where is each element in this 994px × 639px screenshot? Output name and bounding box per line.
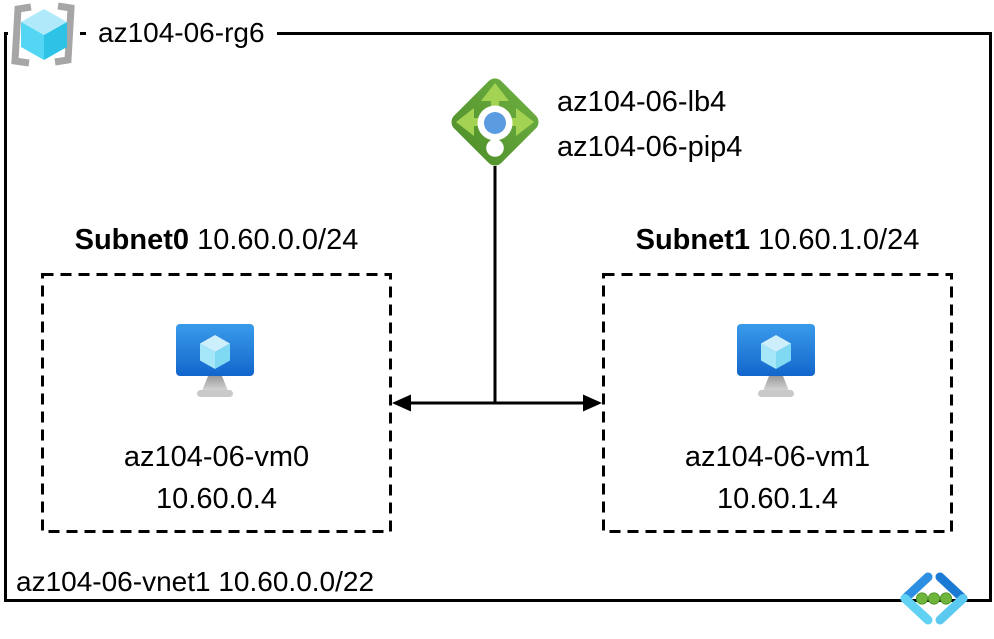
vm1-name: az104-06-vm1 [684,441,871,473]
load-balancer-name: az104-06-lb4 [557,86,727,118]
vm1-labels: az104-06-vm1 10.60.1.4 [602,436,953,520]
resource-group-icon [8,2,80,68]
resource-group-label: az104-06-rg6 [86,14,277,52]
subnet1-boundary [602,273,953,533]
vnet-label: az104-06-vnet1 10.60.0.0/22 [16,566,383,598]
subnet0-name: Subnet0 [74,224,190,256]
subnet0-cidr: 10.60.0.0/24 [197,224,359,256]
resource-group-boundary [4,32,992,602]
subnet0-label: Subnet0 10.60.0.0/24 [41,224,392,257]
vm1-ip: 10.60.1.4 [717,483,838,515]
vm0-labels: az104-06-vm0 10.60.0.4 [41,436,392,520]
public-ip-name: az104-06-pip4 [557,131,743,163]
virtual-machine-icon [737,324,815,397]
subnet1-name: Subnet1 [635,224,751,256]
vm0-name: az104-06-vm0 [123,441,310,473]
load-balancer-labels: az104-06-lb4 az104-06-pip4 [557,80,742,170]
load-balancer-icon [451,78,539,166]
virtual-network-icon [900,572,968,625]
subnet1-cidr: 10.60.1.0/24 [758,224,920,256]
subnet1-label: Subnet1 10.60.1.0/24 [602,224,953,257]
virtual-machine-icon [176,324,254,397]
connector-arrows [392,166,602,412]
subnet0-boundary [41,273,392,533]
vm0-ip: 10.60.0.4 [156,483,277,515]
